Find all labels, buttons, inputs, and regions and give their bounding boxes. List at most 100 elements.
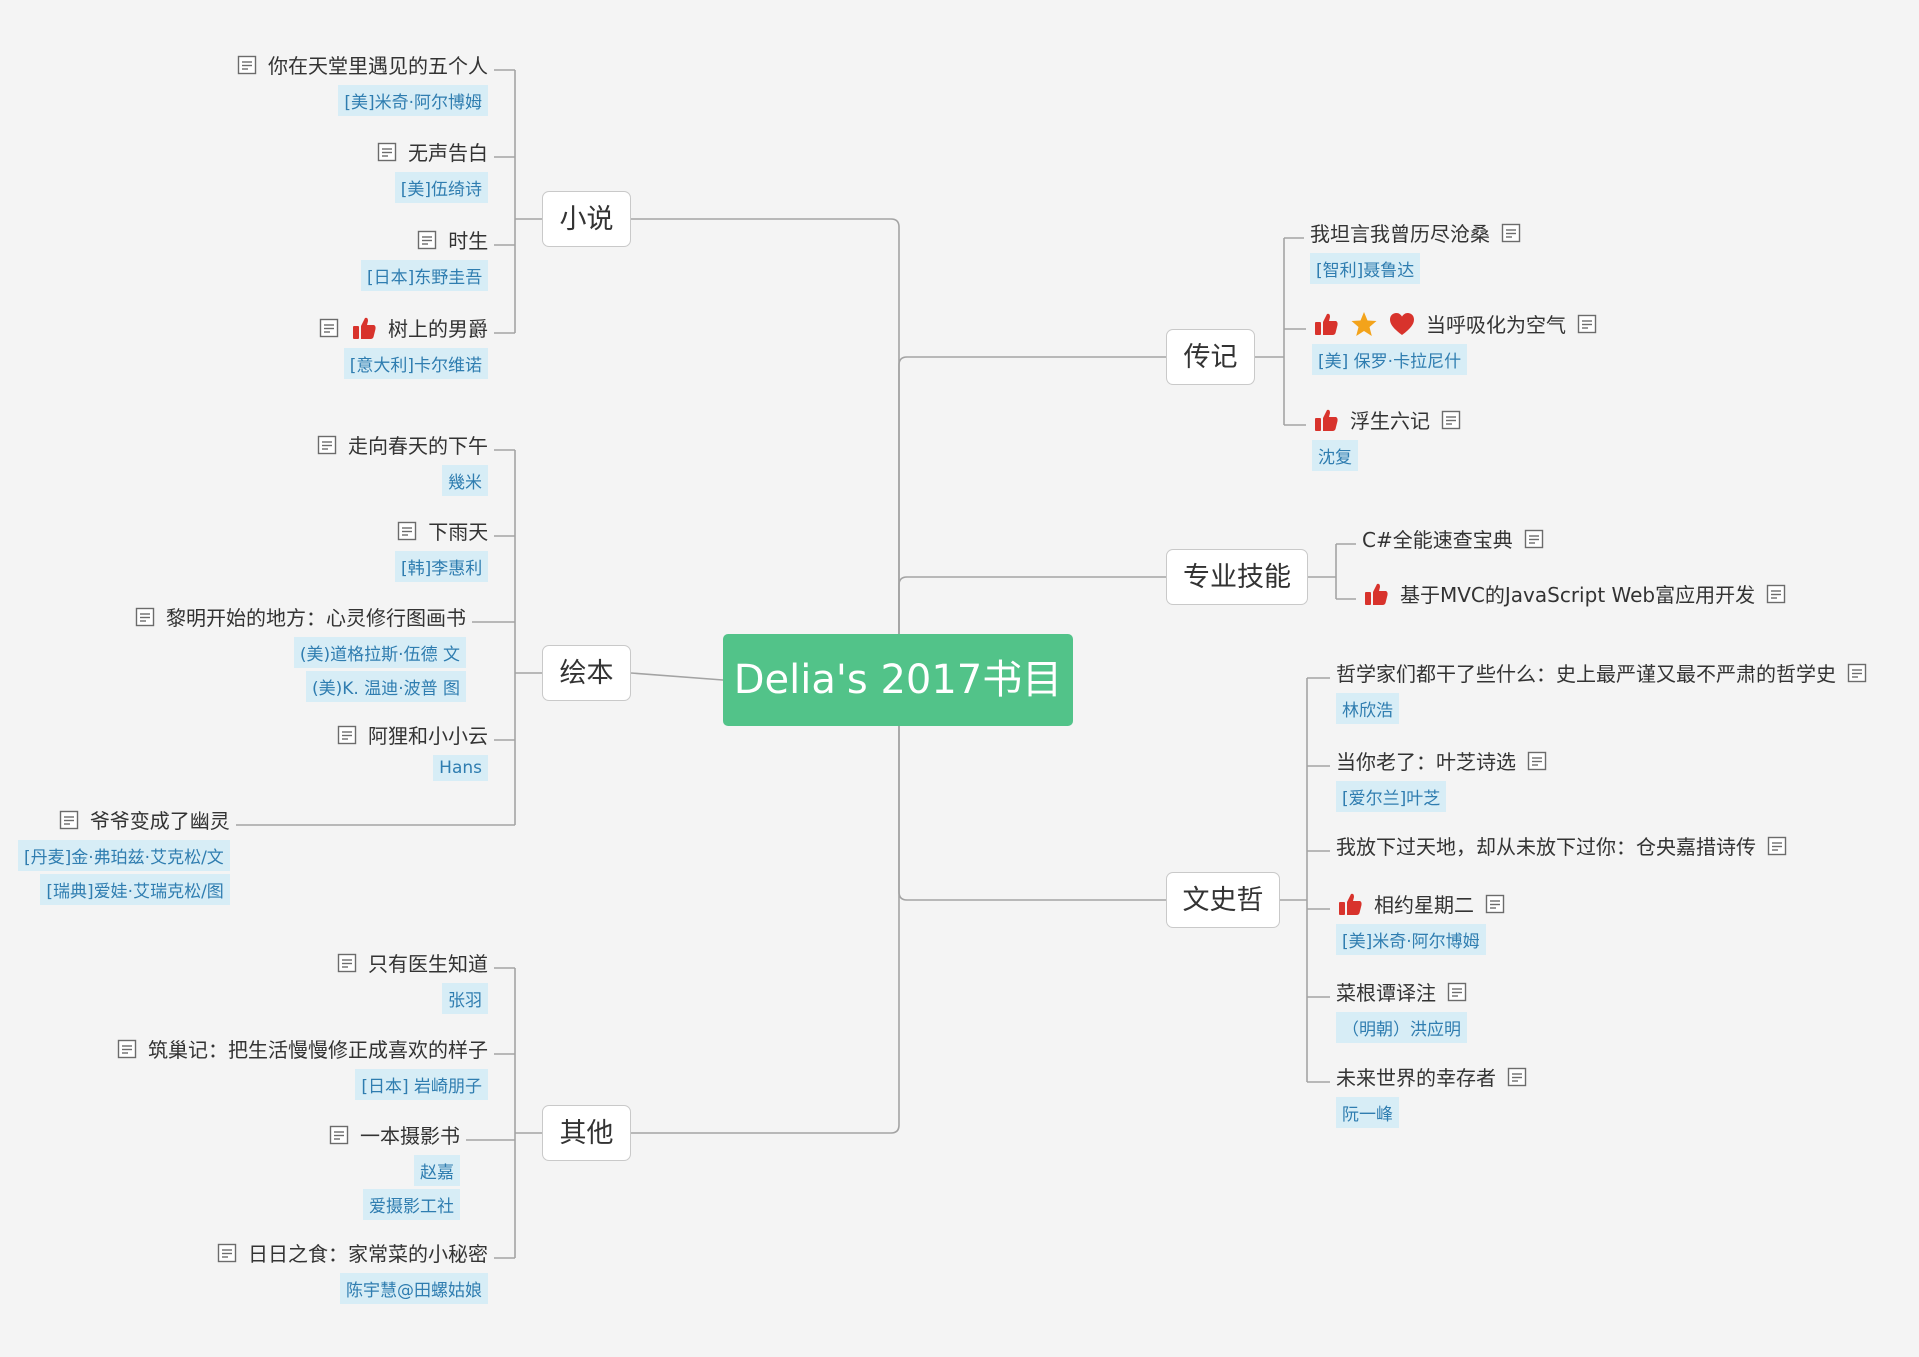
book-title[interactable]: 时生 bbox=[448, 229, 489, 253]
book-title[interactable]: 下雨天 bbox=[428, 520, 489, 544]
category-1[interactable]: 小说 bbox=[542, 191, 631, 247]
book-author[interactable]: [韩]李惠利 bbox=[395, 551, 489, 582]
category-4[interactable]: 传记 bbox=[1166, 329, 1255, 385]
book-item[interactable]: 筑巢记：把生活慢慢修正成喜欢的样子 [日本] 岩崎朋子 bbox=[116, 1034, 488, 1100]
book-item[interactable]: 你在天堂里遇见的五个人 [美]米奇·阿尔博姆 bbox=[236, 50, 488, 116]
book-item[interactable]: 爷爷变成了幽灵 [丹麦]金·弗珀兹·艾克松/文[瑞典]爱娃·艾瑞克松/图 bbox=[18, 805, 230, 905]
note-icon[interactable] bbox=[328, 1124, 350, 1146]
book-title[interactable]: 基于MVC的JavaScript Web富应用开发 bbox=[1400, 583, 1756, 607]
book-author[interactable]: [智利]聂鲁达 bbox=[1310, 253, 1421, 284]
book-item[interactable]: 无声告白[美]伍绮诗 bbox=[376, 137, 488, 203]
note-icon[interactable] bbox=[1446, 981, 1468, 1003]
note-icon[interactable] bbox=[216, 1242, 238, 1264]
book-title[interactable]: 当呼吸化为空气 bbox=[1426, 313, 1566, 337]
book-author[interactable]: [瑞典]爱娃·艾瑞克松/图 bbox=[40, 874, 230, 905]
book-item[interactable]: 只有医生知道张羽 bbox=[336, 948, 488, 1014]
book-author[interactable]: 幾米 bbox=[442, 465, 488, 496]
book-title[interactable]: 黎明开始的地方：心灵修行图画书 bbox=[166, 606, 466, 630]
note-icon[interactable] bbox=[318, 317, 340, 339]
book-item[interactable]: 日日之食：家常菜的小秘密陈宇慧@田螺姑娘 bbox=[216, 1238, 488, 1304]
note-icon[interactable] bbox=[236, 54, 258, 76]
note-icon[interactable] bbox=[1484, 893, 1506, 915]
book-author[interactable]: 林欣浩 bbox=[1336, 693, 1399, 724]
category-6[interactable]: 文史哲 bbox=[1166, 872, 1280, 928]
book-item[interactable]: 一本摄影书赵嘉爱摄影工社 bbox=[328, 1120, 460, 1220]
book-title[interactable]: 哲学家们都干了些什么：史上最严谨又最不严肃的哲学史 bbox=[1336, 662, 1836, 686]
note-icon[interactable] bbox=[1523, 528, 1545, 550]
book-author[interactable]: (美)道格拉斯·伍德 文 bbox=[293, 637, 466, 668]
category-3[interactable]: 其他 bbox=[542, 1105, 631, 1161]
book-author[interactable]: 张羽 bbox=[442, 983, 488, 1014]
book-author[interactable]: [美]米奇·阿尔博姆 bbox=[338, 85, 488, 116]
book-title[interactable]: 爷爷变成了幽灵 bbox=[89, 809, 230, 833]
book-author[interactable]: 赵嘉 bbox=[414, 1155, 460, 1186]
note-icon[interactable] bbox=[316, 434, 338, 456]
book-author[interactable]: （明朝）洪应明 bbox=[1336, 1012, 1467, 1043]
book-item[interactable]: 相约星期二 [美]米奇·阿尔博姆 bbox=[1336, 889, 1506, 955]
note-icon[interactable] bbox=[336, 952, 358, 974]
book-author[interactable]: [美]伍绮诗 bbox=[394, 172, 488, 203]
book-item[interactable]: 走向春天的下午幾米 bbox=[316, 430, 488, 496]
book-author[interactable]: 沈复 bbox=[1312, 440, 1358, 471]
book-author[interactable]: [日本]东野圭吾 bbox=[361, 260, 489, 291]
book-title[interactable]: 未来世界的幸存者 bbox=[1336, 1066, 1496, 1090]
book-item[interactable]: 哲学家们都干了些什么：史上最严谨又最不严肃的哲学史林欣浩 bbox=[1336, 658, 1868, 724]
note-icon[interactable] bbox=[1526, 750, 1548, 772]
book-item[interactable]: 我放下过天地，却从未放下过你：仓央嘉措诗传 bbox=[1336, 831, 1788, 860]
root-topic[interactable]: Delia's 2017书目 bbox=[723, 634, 1073, 726]
book-title[interactable]: 我坦言我曾历尽沧桑 bbox=[1310, 222, 1490, 246]
book-author[interactable]: 阮一峰 bbox=[1336, 1097, 1399, 1128]
book-title[interactable]: 走向春天的下午 bbox=[348, 434, 488, 458]
book-title[interactable]: 只有医生知道 bbox=[368, 952, 488, 976]
book-title[interactable]: 阿狸和小小云 bbox=[368, 724, 488, 748]
book-item[interactable]: C#全能速查宝典 bbox=[1362, 524, 1545, 553]
book-author[interactable]: Hans bbox=[433, 755, 488, 781]
note-icon[interactable] bbox=[116, 1038, 138, 1060]
book-title[interactable]: 我放下过天地，却从未放下过你：仓央嘉措诗传 bbox=[1336, 835, 1756, 859]
note-icon[interactable] bbox=[1846, 662, 1868, 684]
note-icon[interactable] bbox=[1765, 583, 1787, 605]
book-item[interactable]: 下雨天 [韩]李惠利 bbox=[395, 516, 489, 582]
note-icon[interactable] bbox=[1506, 1066, 1528, 1088]
note-icon[interactable] bbox=[1576, 313, 1598, 335]
note-icon[interactable] bbox=[396, 520, 418, 542]
note-icon[interactable] bbox=[134, 606, 156, 628]
book-author[interactable]: [丹麦]金·弗珀兹·艾克松/文 bbox=[18, 840, 230, 871]
book-author[interactable]: [意大利]卡尔维诺 bbox=[343, 348, 488, 379]
book-author[interactable]: [日本] 岩崎朋子 bbox=[355, 1069, 488, 1100]
book-author[interactable]: [美] 保罗·卡拉尼什 bbox=[1312, 344, 1468, 375]
book-title[interactable]: 菜根谭译注 bbox=[1336, 981, 1436, 1005]
book-author[interactable]: (美)K. 温迪·波普 图 bbox=[305, 671, 466, 702]
note-icon[interactable] bbox=[1440, 409, 1462, 431]
note-icon[interactable] bbox=[1766, 835, 1788, 857]
book-author[interactable]: 陈宇慧@田螺姑娘 bbox=[340, 1273, 488, 1304]
book-item[interactable]: 黎明开始的地方：心灵修行图画书 (美)道格拉斯·伍德 文(美)K. 温迪·波普 图 bbox=[134, 602, 466, 702]
book-title[interactable]: 筑巢记：把生活慢慢修正成喜欢的样子 bbox=[148, 1038, 488, 1062]
book-item[interactable]: 树上的男爵 [意大利]卡尔维诺 bbox=[318, 313, 488, 379]
book-item[interactable]: 时生 [日本]东野圭吾 bbox=[361, 225, 489, 291]
book-item[interactable]: 菜根谭译注 （明朝）洪应明 bbox=[1336, 977, 1468, 1043]
book-item[interactable]: 浮生六记沈复 bbox=[1312, 405, 1462, 471]
book-author[interactable]: [美]米奇·阿尔博姆 bbox=[1336, 924, 1486, 955]
book-item[interactable]: 阿狸和小小云 Hans bbox=[336, 720, 488, 781]
note-icon[interactable] bbox=[58, 809, 80, 831]
book-title[interactable]: 你在天堂里遇见的五个人 bbox=[268, 54, 488, 78]
category-2[interactable]: 绘本 bbox=[542, 645, 631, 701]
note-icon[interactable] bbox=[1500, 222, 1522, 244]
book-item[interactable]: 基于MVC的JavaScript Web富应用开发 bbox=[1362, 579, 1787, 608]
book-title[interactable]: 相约星期二 bbox=[1374, 893, 1474, 917]
note-icon[interactable] bbox=[416, 229, 438, 251]
book-author[interactable]: [爱尔兰]叶芝 bbox=[1336, 781, 1447, 812]
book-title[interactable]: 浮生六记 bbox=[1350, 409, 1430, 433]
book-item[interactable]: 未来世界的幸存者阮一峰 bbox=[1336, 1062, 1528, 1128]
book-item[interactable]: 当你老了：叶芝诗选 [爱尔兰]叶芝 bbox=[1336, 746, 1548, 812]
note-icon[interactable] bbox=[336, 724, 358, 746]
book-title[interactable]: 一本摄影书 bbox=[360, 1124, 460, 1148]
book-author[interactable]: 爱摄影工社 bbox=[363, 1189, 460, 1220]
category-5[interactable]: 专业技能 bbox=[1166, 549, 1308, 605]
book-title[interactable]: 树上的男爵 bbox=[388, 317, 488, 341]
book-item[interactable]: 我坦言我曾历尽沧桑 [智利]聂鲁达 bbox=[1310, 218, 1522, 284]
book-item[interactable]: 当呼吸化为空气 [美] 保罗·卡拉尼什 bbox=[1312, 309, 1598, 375]
book-title[interactable]: 当你老了：叶芝诗选 bbox=[1336, 750, 1516, 774]
note-icon[interactable] bbox=[376, 141, 398, 163]
